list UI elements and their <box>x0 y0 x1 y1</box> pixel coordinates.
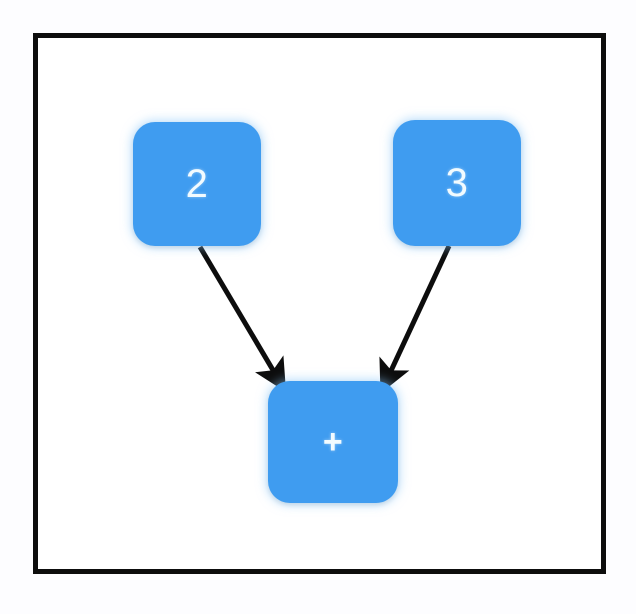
node-operand-2[interactable]: 2 <box>133 122 261 246</box>
node-operator-plus[interactable]: + <box>268 381 398 503</box>
node-operand-3[interactable]: 3 <box>393 120 521 246</box>
node-operator-plus-label: + <box>322 423 344 461</box>
node-operand-2-label: 2 <box>185 162 209 206</box>
node-operand-3-label: 3 <box>445 161 469 205</box>
